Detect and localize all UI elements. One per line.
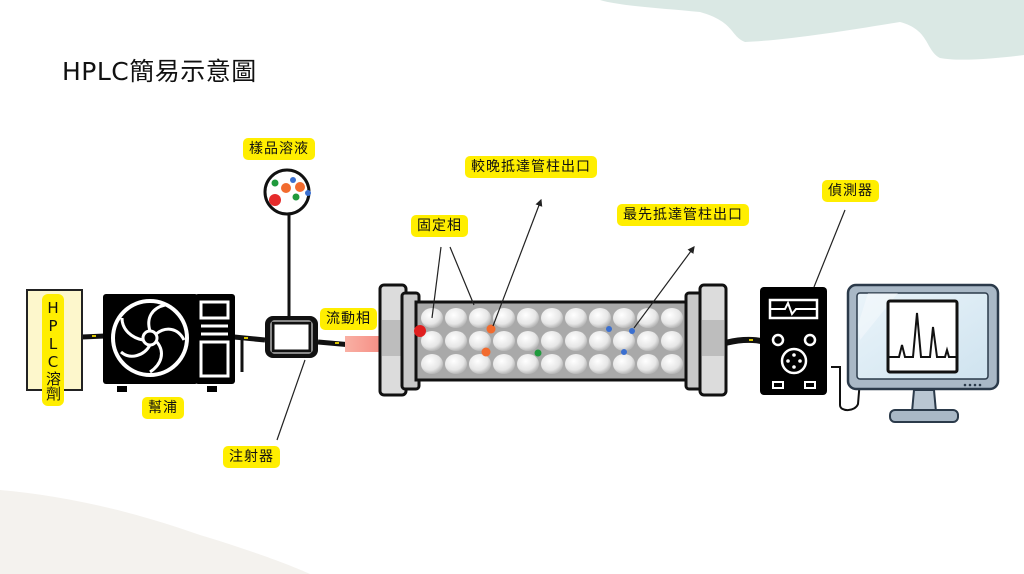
packing-bead xyxy=(589,308,611,328)
label-late-outlet: 較晚抵達管柱出口 xyxy=(465,156,597,178)
packing-bead xyxy=(469,354,491,374)
analyte-green xyxy=(534,349,542,357)
packing-bead xyxy=(565,354,587,374)
packing-bead xyxy=(445,331,467,351)
packing-bead xyxy=(517,331,539,351)
injector-icon xyxy=(265,316,318,358)
detector-icon xyxy=(760,287,827,395)
column-icon xyxy=(378,283,728,397)
packing-bead xyxy=(589,354,611,374)
packing-bead xyxy=(517,308,539,328)
packing-bead xyxy=(661,354,683,374)
packing-bead xyxy=(613,354,635,374)
label-pump: 幫浦 xyxy=(142,397,184,419)
analyte-orange xyxy=(481,347,491,357)
stationary-pointer xyxy=(449,246,475,306)
label-sample: 樣品溶液 xyxy=(243,138,315,160)
packing-bead xyxy=(541,308,563,328)
label-early-outlet: 最先抵達管柱出口 xyxy=(617,204,749,226)
stationary-pointer xyxy=(431,246,442,319)
label-stationary-phase: 固定相 xyxy=(411,215,468,237)
packing-bead xyxy=(493,331,515,351)
analyte-red xyxy=(414,325,426,337)
packing-bead xyxy=(565,308,587,328)
monitor-icon xyxy=(846,283,1000,423)
packing-bead xyxy=(469,331,491,351)
label-solvent: HPLC溶劑 xyxy=(42,294,64,406)
packing-bead xyxy=(613,331,635,351)
injector-pointer xyxy=(276,359,306,441)
analyte-orange xyxy=(486,324,496,334)
packing-bead xyxy=(445,354,467,374)
label-injector: 注射器 xyxy=(223,446,280,468)
packing-bead xyxy=(541,331,563,351)
analyte-blue xyxy=(621,349,627,355)
packing-bead xyxy=(589,331,611,351)
packing-bead xyxy=(421,331,443,351)
label-mobile-phase: 流動相 xyxy=(320,308,377,330)
packing-bead xyxy=(661,308,683,328)
packing-bead xyxy=(445,308,467,328)
page-title: HPLC簡易示意圖 xyxy=(62,57,257,86)
packing-bead xyxy=(661,331,683,351)
pump-icon xyxy=(103,294,235,392)
sample-vial-icon xyxy=(263,168,311,317)
packing-bead xyxy=(541,354,563,374)
analyte-blue xyxy=(629,328,635,334)
packing-bead xyxy=(469,308,491,328)
detector-pointer xyxy=(813,209,846,288)
label-detector: 偵測器 xyxy=(822,180,879,202)
packing-bead xyxy=(613,308,635,328)
packing-bead xyxy=(637,308,659,328)
packing-bead xyxy=(493,354,515,374)
packing-bead xyxy=(637,354,659,374)
packing-bead xyxy=(517,354,539,374)
packing-bead xyxy=(421,354,443,374)
packing-bead xyxy=(637,331,659,351)
cable-marks xyxy=(92,335,753,344)
analyte-blue xyxy=(606,326,612,332)
early-outlet-arrow xyxy=(633,246,695,329)
late-outlet-arrow xyxy=(492,198,543,327)
packing-bead xyxy=(565,331,587,351)
